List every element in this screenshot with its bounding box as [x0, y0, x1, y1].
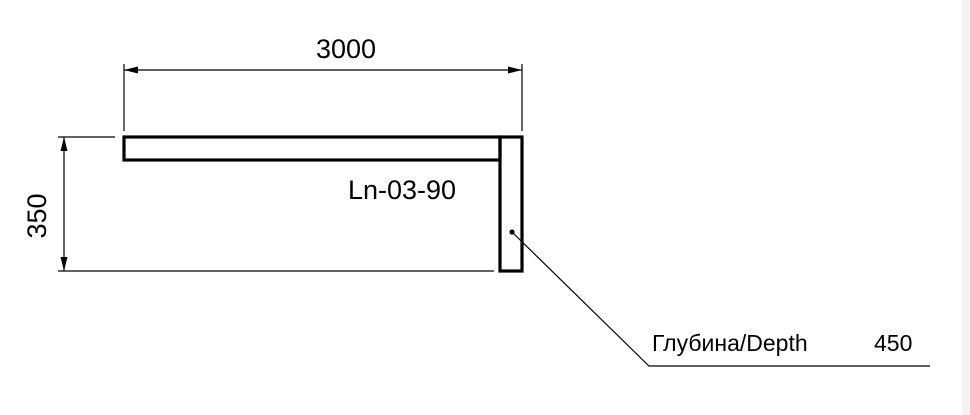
depth-value: 450 — [874, 330, 912, 356]
width-arrow-left — [124, 66, 138, 74]
width-dimension: 3000 — [123, 34, 523, 131]
horizontal-shelf-panel — [122, 135, 502, 162]
depth-label: Глубина/Depth — [652, 330, 808, 356]
model-code-label: Ln-03-90 — [348, 175, 456, 205]
leader-line — [511, 231, 930, 367]
height-arrow-top — [60, 137, 68, 151]
vertical-side-panel — [498, 135, 524, 273]
width-dimension-label: 3000 — [316, 34, 376, 64]
height-arrow-bottom — [60, 257, 68, 271]
width-arrow-right — [508, 66, 522, 74]
depth-callout: Глубина/Depth 450 — [509, 229, 930, 367]
page-edge-strip — [962, 0, 970, 415]
height-dimension: 350 — [22, 136, 494, 272]
height-dimension-label: 350 — [22, 193, 52, 238]
shelf-outline — [122, 135, 524, 273]
depth-label-text: Глубина/Depth — [652, 330, 808, 356]
